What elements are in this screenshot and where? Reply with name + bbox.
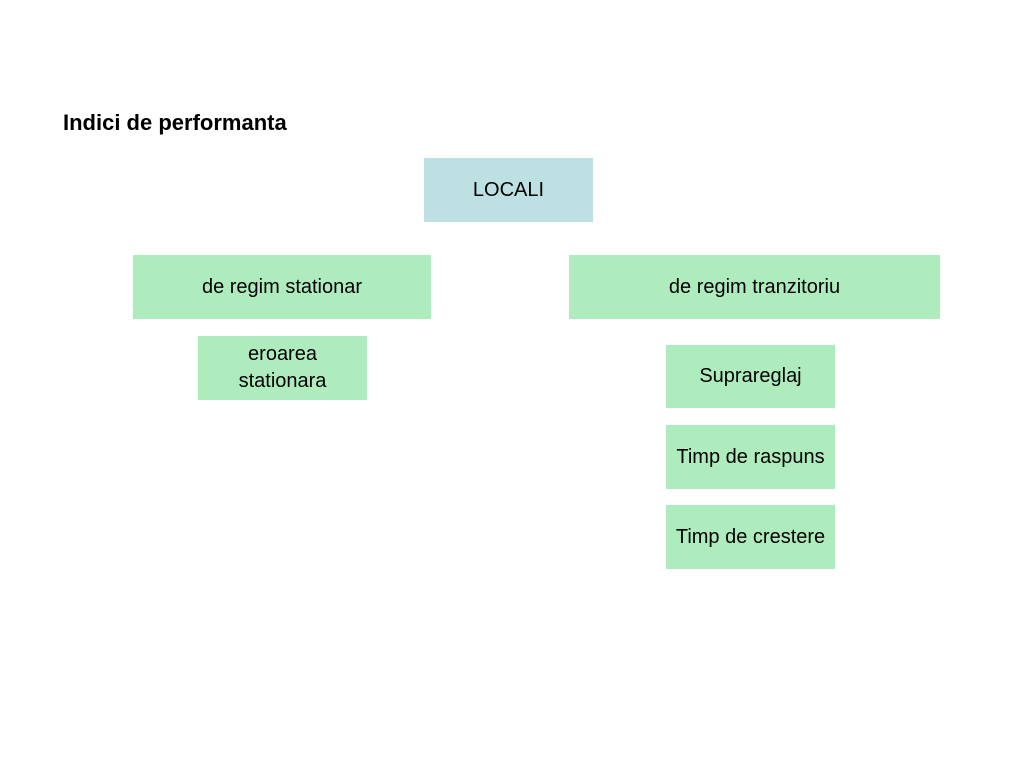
- node-label: Suprareglaj: [699, 365, 802, 387]
- node-label: Timp de raspuns: [676, 445, 825, 468]
- node-regim-tranzitoriu: de regim tranzitoriu: [569, 255, 940, 319]
- node-label: eroarea stationara: [238, 343, 327, 392]
- node-label: LOCALI: [472, 178, 545, 201]
- node-eroarea-stationara: eroarea stationara: [198, 336, 367, 400]
- node-timp-de-crestere: Timp de crestere: [666, 505, 835, 569]
- page-title: Indici de performanta: [63, 110, 287, 135]
- node-regim-stationar: de regim stationar: [133, 255, 431, 319]
- node-locali: LOCALI: [424, 158, 593, 222]
- node-label: de regim tranzitoriu: [668, 275, 841, 298]
- node-suprareglaj: Suprareglaj: [666, 345, 835, 408]
- node-timp-de-raspuns: Timp de raspuns: [666, 425, 835, 489]
- node-label: de regim stationar: [201, 275, 363, 298]
- node-label: Timp de crestere: [675, 525, 826, 548]
